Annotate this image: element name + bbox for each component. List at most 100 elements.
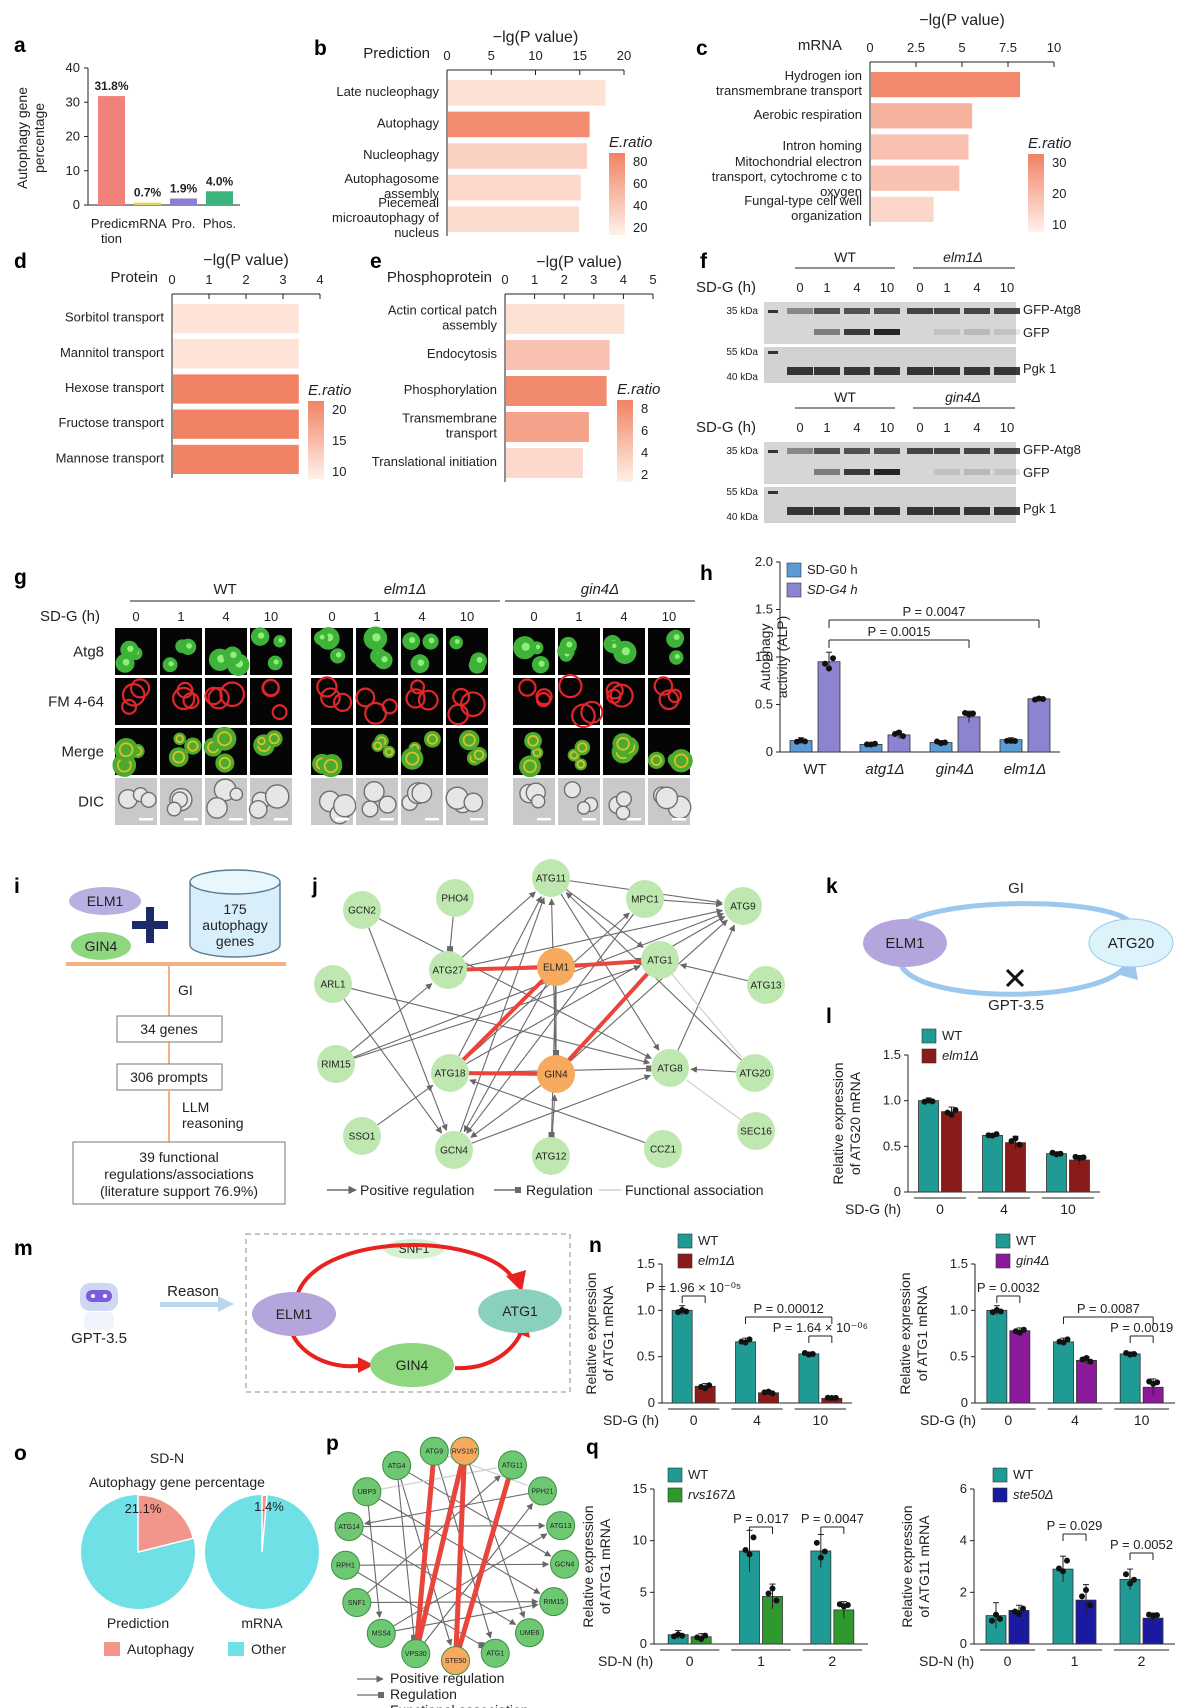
cell-ring (527, 735, 539, 747)
data-point (1016, 1611, 1022, 1618)
network-node (334, 1512, 364, 1542)
cell-spot (122, 658, 130, 666)
data-point (942, 739, 948, 746)
network-edge (569, 919, 728, 1062)
data-point (989, 1617, 995, 1624)
node-label: GIN4 (396, 1357, 429, 1373)
cell-ring (605, 681, 624, 700)
network-node (401, 1639, 431, 1669)
reason-arrowhead (218, 1296, 234, 1312)
bar (506, 412, 589, 442)
network-node (532, 859, 570, 897)
time-label: 10 (460, 609, 474, 624)
red-arrowhead (358, 1357, 374, 1373)
network-node (435, 1131, 473, 1169)
bar (918, 1100, 939, 1193)
cell-spot (217, 654, 225, 663)
node-label: ATG12 (536, 1151, 567, 1162)
sdg-label: SD-G (h) (696, 279, 756, 296)
network-node (546, 1511, 576, 1541)
cell (458, 729, 480, 751)
network-node (366, 1618, 396, 1648)
cell-ring (667, 688, 683, 704)
ytick-label: 0 (648, 1395, 655, 1410)
flow-box (116, 1063, 223, 1091)
legend-swatch (677, 1233, 693, 1249)
time-label: 4 (418, 609, 425, 624)
bar (941, 1111, 962, 1193)
network-edge (551, 1094, 558, 1138)
flow-box (72, 1141, 286, 1205)
band-pgk1 (907, 367, 933, 375)
legend-label: gin4Δ (1016, 1253, 1049, 1268)
atg20-node (1088, 918, 1174, 968)
time-label: 4 (853, 280, 860, 295)
p-value: P = 1.64 × 10⁻⁰⁶ (773, 1320, 868, 1335)
ylabel: of ATG1 mRNA (600, 1285, 616, 1381)
band-gfp-atg8 (934, 308, 960, 314)
legend-label: Functional association (390, 1702, 529, 1708)
row-label: DIC (78, 794, 104, 811)
node-label: ATG9 (730, 901, 756, 912)
marker (768, 351, 778, 354)
band-label: GFP (1023, 325, 1050, 340)
network-node (314, 965, 352, 1003)
gpt-label: GPT-3.5 (71, 1330, 127, 1347)
ytick-label: 0 (640, 1636, 647, 1651)
band-gfp (964, 329, 990, 335)
bar (986, 1309, 1008, 1404)
xtick-label: 4 (753, 1412, 761, 1428)
cell-ring (462, 733, 476, 747)
ylabel: percentage (31, 103, 47, 173)
legend-tick: 30 (1052, 155, 1066, 170)
xlabel: SD-G (h) (845, 1201, 901, 1217)
band-gfp (814, 329, 840, 335)
panel-head: mRNA (798, 37, 842, 54)
cell (173, 732, 186, 746)
kda-label: 40 kDa (726, 372, 758, 383)
legend-colorbar (609, 153, 625, 235)
panel-letter-j: j (311, 875, 318, 898)
band-gfp-atg8 (964, 308, 990, 314)
xtick-label: 0 (690, 1412, 698, 1428)
ylabel: Relative expression (899, 1505, 915, 1627)
panel-letter-o: o (14, 1442, 27, 1465)
cell-spot (409, 636, 416, 644)
legend-label: Regulation (526, 1182, 593, 1198)
node-label: UBP3 (358, 1489, 376, 1496)
cell (382, 745, 396, 759)
cell-ring (320, 687, 341, 709)
xtick-label: 2.5 (907, 40, 925, 55)
bar (1053, 1341, 1074, 1404)
cell-dic (166, 801, 182, 817)
scale-bar (335, 818, 349, 821)
network-edge (466, 913, 634, 1134)
bar (173, 374, 299, 404)
marker (768, 450, 778, 453)
band-pgk1 (994, 507, 1020, 515)
node-label: ELM1 (87, 893, 124, 909)
pie-title: SD-N (150, 1450, 184, 1466)
flow-box-label: (literature support 76.9%) (100, 1183, 258, 1199)
xtick-label: 4 (620, 272, 627, 287)
network-edge (663, 899, 723, 908)
blot-strain-right: elm1Δ (943, 249, 983, 265)
cell-dic (411, 782, 433, 804)
reason-label: Reason (167, 1283, 219, 1300)
legend-swatch (104, 1642, 120, 1656)
legend-swatch (921, 1048, 937, 1064)
ytick-label: 1.0 (637, 1302, 655, 1317)
cell-dic (248, 800, 268, 819)
blot-strain-left: WT (834, 249, 856, 265)
band-pgk1 (787, 507, 813, 515)
time-label: 1 (177, 609, 184, 624)
node-label: PHO4 (441, 893, 469, 904)
ytick-label: 0.5 (755, 697, 773, 712)
network-edge (470, 1084, 542, 1138)
legend-swatch (677, 1253, 693, 1269)
data-point (1087, 1358, 1094, 1365)
cell-ring (523, 759, 537, 774)
time-label: 0 (796, 420, 803, 435)
p-value: P = 0.0015 (867, 624, 930, 639)
panel-letter-i: i (14, 875, 20, 898)
